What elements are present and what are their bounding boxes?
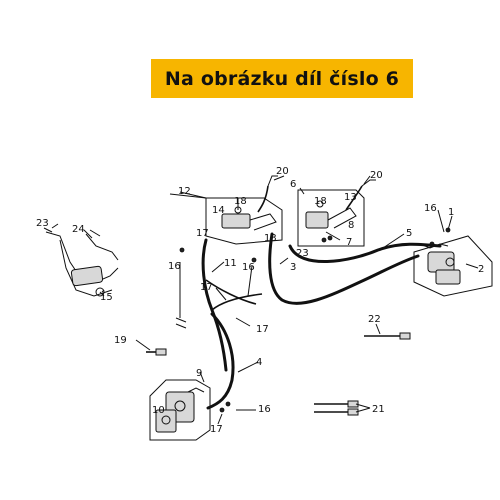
callout-16-left: 16	[168, 261, 181, 272]
callout-16-lower: 16	[258, 404, 271, 415]
callout-8: 8	[348, 220, 354, 231]
callout-14: 14	[212, 205, 225, 216]
callout-12: 12	[178, 186, 191, 197]
callout-17-lower: 17	[210, 424, 223, 435]
callout-10: 10	[152, 405, 165, 416]
left-lever-assembly	[45, 223, 119, 297]
banner-text: Na obrázku díl číslo 6	[164, 67, 400, 90]
brake-hoses	[201, 232, 442, 410]
callout-2: 2	[478, 264, 484, 275]
callout-20-left: 20	[276, 166, 289, 177]
bolts	[146, 227, 451, 416]
callout-17-right: 17	[256, 324, 269, 335]
callout-11: 11	[224, 258, 237, 269]
master-cylinder-box-6	[297, 179, 376, 247]
part-number-banner: Na obrázku díl číslo 6	[151, 59, 413, 98]
callout-23-center: 23	[296, 248, 309, 259]
callout-23-left: 23	[36, 218, 49, 229]
callout-15: 15	[100, 292, 113, 303]
callout-20-right: 20	[370, 170, 383, 181]
callout-7: 7	[346, 237, 352, 248]
callout-13-upper-right: 13	[344, 192, 357, 203]
callout-9: 9	[196, 368, 202, 379]
leader-lines	[43, 175, 479, 425]
callout-13-upper-left: 13	[264, 233, 277, 244]
caliper-box-2	[413, 235, 493, 297]
callout-labels: 1 2 3 4 5 6 7 8 9 10 11 12 13 13 14 15 1…	[36, 166, 484, 435]
master-cylinder-box-12	[169, 175, 283, 245]
callout-16-right: 16	[424, 203, 437, 214]
callout-19: 19	[114, 335, 127, 346]
caliper-box-9	[149, 379, 211, 441]
callout-21: 21	[372, 404, 385, 415]
callout-16-center: 16	[242, 262, 255, 273]
callout-17-upper: 17	[196, 228, 209, 239]
callout-22: 22	[368, 314, 381, 325]
callout-17-middle: 17	[200, 282, 213, 293]
callout-6: 6	[290, 179, 296, 190]
callout-5: 5	[406, 228, 412, 239]
callout-1: 1	[448, 207, 454, 218]
callout-18-right: 18	[314, 196, 327, 207]
callout-18-left: 18	[234, 196, 247, 207]
callout-3: 3	[290, 262, 296, 273]
callout-4: 4	[256, 357, 262, 368]
callout-24: 24	[72, 224, 85, 235]
